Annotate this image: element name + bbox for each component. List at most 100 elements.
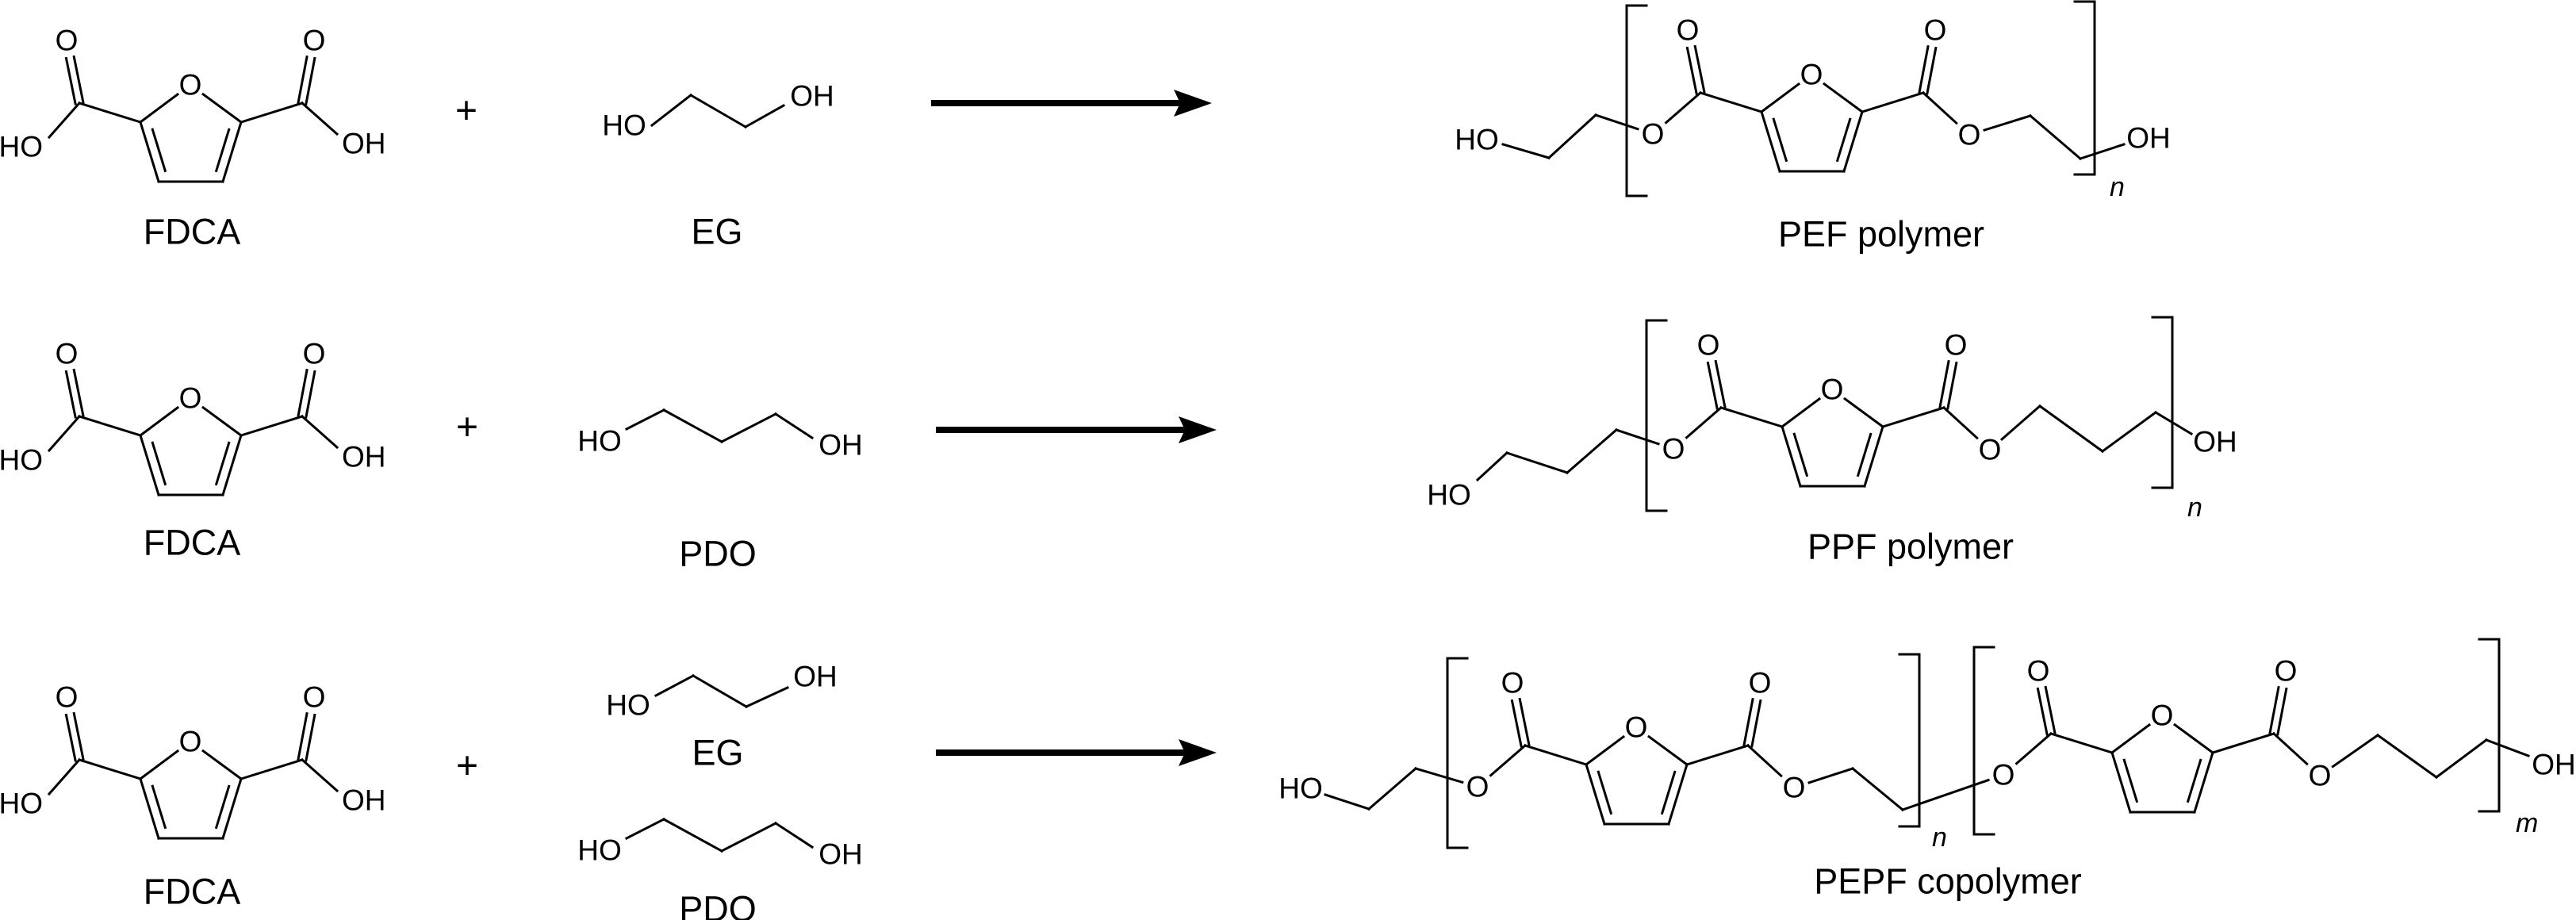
chain-bond [650,93,693,128]
ring-bond [201,405,243,438]
carbonyl-double-bond [1938,359,1950,408]
carbonyl-double-bond [1946,361,1958,410]
hydroxyl-label: OH [342,128,386,160]
bond [240,415,304,437]
chain-bond [2079,143,2126,160]
carbonyl-double-bond [1926,46,1938,95]
chain-bond [1615,428,1660,446]
chain-bond [1475,450,1509,482]
ring-oxygen: O [1625,711,1648,744]
ring-bond [139,121,160,183]
chain-bond [745,686,789,708]
bond [1861,91,1925,113]
repeat-count-m: m [2516,808,2538,838]
bond [2049,732,2114,754]
ring-oxygen: O [1821,374,1844,406]
ring-bond [221,434,243,496]
bond [1719,406,1784,428]
carbonyl-double-bond [1706,361,1719,410]
ring-double-bond [2186,758,2202,803]
bond [1524,744,1588,766]
ester-oxygen: O [1979,434,2002,466]
bond [1942,405,1979,440]
carbonyl-double-bond [2036,687,2049,736]
bond [1881,406,1945,428]
carbonyl-oxygen: O [1501,667,1524,700]
hydroxyl-label: HO [1278,772,1323,805]
ring-oxygen: O [179,726,202,758]
reactant-label-eg: EG [692,733,743,773]
bond [1664,90,1703,125]
carbonyl-oxygen: O [2027,655,2050,688]
ring-bond [1842,110,1864,173]
ring-bond [201,92,243,125]
plus-sign: + [455,90,477,132]
reactant-label-fdca: FDCA [144,523,241,563]
chain-bond [2485,738,2530,757]
ring-double-bond [1856,432,1873,477]
chain-bond [1324,793,1370,811]
bond [78,102,142,124]
bond [300,757,339,793]
carbonyl-double-bond [72,711,85,761]
carbonyl-double-bond [1693,44,1706,94]
repeat-count-n: n [2110,172,2125,202]
ring-double-bond [151,441,167,486]
ring-double-bond [214,128,231,173]
ring-bond [221,777,243,840]
ring-oxygen: O [1800,59,1823,91]
ring-bond [1667,763,1689,826]
bond [1489,743,1528,777]
carbonyl-double-bond [64,56,77,105]
carbonyl-oxygen: O [303,681,326,714]
ring-oxygen: O [179,69,202,102]
chain-bond [691,673,749,709]
ring-bond [138,749,180,781]
carbonyl-double-bond [2044,685,2057,734]
ring-bond [1780,397,1822,429]
carbonyl-oxygen: O [303,25,326,57]
ring-bond [139,777,160,840]
ring-double-bond [214,441,231,486]
carbonyl-double-bond [1918,44,1930,94]
ring-double-bond [214,784,231,830]
carbonyl-oxygen: O [1697,329,1720,362]
ring-bond [1843,397,1885,429]
ring-double-bond [2122,758,2139,803]
repeat-count-n: n [1932,822,1947,853]
hydroxyl-label: OH [342,441,386,473]
carbonyl-oxygen: O [1924,14,1947,47]
ring-oxygen: O [179,382,202,415]
hydroxyl-label: OH [818,429,863,462]
chain-bond [1565,427,1619,475]
ring-bond [1759,82,1801,114]
chain-bond [2375,733,2439,780]
bond [1699,91,1763,113]
bond [47,757,82,796]
hydroxyl-label: HO [577,834,622,867]
chain-bond [1414,767,1464,784]
carbonyl-oxygen: O [303,338,326,370]
carbonyl-oxygen: O [1749,667,1772,700]
hydroxyl-label: HO [0,444,43,477]
chain-bond [1983,114,2032,132]
bond [2271,731,2309,766]
carbonyl-double-bond [1750,699,1762,748]
ring-bond [1863,425,1884,488]
chain-bond [1807,767,1854,784]
ester-oxygen: O [1466,771,1489,803]
carbonyl-double-bond [1510,699,1523,748]
chain-bond [2434,738,2489,780]
reactant-label-pdo: PDO [679,534,757,574]
reactant-label-pdo: PDO [679,889,757,920]
bond [47,101,82,140]
ring-bond [1823,82,1865,114]
hydroxyl-label: HO [1455,124,1499,156]
arrow-head [1179,416,1217,443]
ester-oxygen: O [2309,760,2332,792]
ring-oxygen: O [2151,700,2174,732]
chain-bond [1501,143,1551,159]
